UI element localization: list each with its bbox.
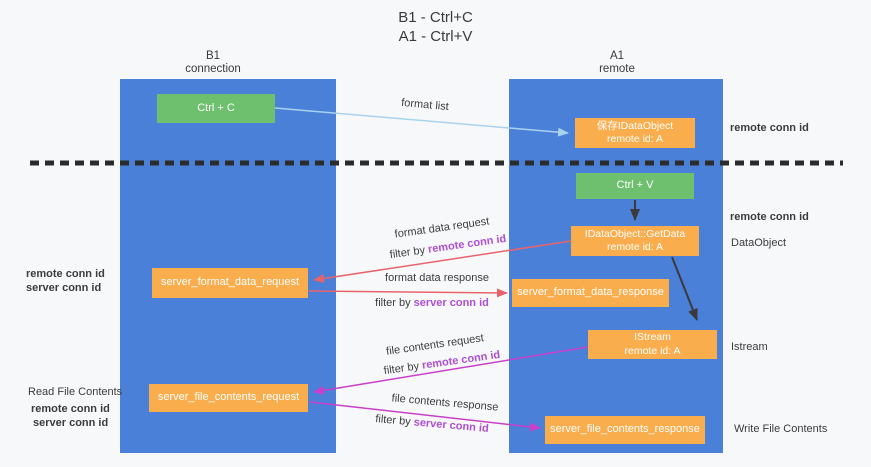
box-server-file-contents-response: server_file_contents_response	[545, 416, 705, 444]
diagram-title-line1: B1 - Ctrl+C	[398, 9, 473, 26]
server-file-contents-response-label: server_file_contents_response	[550, 423, 700, 436]
annotation-server-conn-id-left-1: server conn id	[26, 282, 102, 294]
annotation-server-conn-id-left-2: server conn id	[33, 417, 109, 429]
ctrl-c-label: Ctrl + C	[197, 101, 235, 114]
label-format-data-response: format data response	[385, 272, 489, 284]
annotation-istream: Istream	[731, 341, 768, 353]
server-format-data-response-label: server_format_data_response	[517, 286, 664, 299]
box-ctrl-c: Ctrl + C	[157, 94, 275, 123]
box-server-format-data-response: server_format_data_response	[512, 279, 669, 307]
box-server-file-contents-request: server_file_contents_request	[149, 384, 308, 412]
arrow-file-contents-response	[309, 401, 541, 432]
lane-header-a1: A1 remote	[537, 50, 697, 76]
save-idataobject-line1: 保存IDataObject	[596, 119, 674, 132]
annotation-dataobject: DataObject	[731, 237, 787, 249]
lane-b1-subtitle: connection	[185, 63, 241, 75]
box-save-idataobject: 保存IDataObject remote id: A	[575, 118, 695, 148]
annotation-write-file-contents: Write File Contents	[734, 423, 828, 435]
lane-header-b1: B1 connection	[133, 50, 293, 76]
lane-b1-name: B1	[205, 50, 221, 62]
annotation-read-file-contents: Read File Contents	[28, 386, 123, 398]
label-filter-by-server-conn-id-1: filter by server conn id	[375, 297, 489, 309]
server-file-contents-request-label: server_file_contents_request	[157, 391, 300, 404]
box-istream: IStream remote id: A	[588, 330, 717, 359]
annotation-remote-conn-id-left-2: remote conn id	[31, 403, 110, 415]
box-ctrl-v: Ctrl + V	[576, 173, 694, 199]
diagram-title: B1 - Ctrl+C A1 - Ctrl+V	[0, 8, 871, 46]
arrow-file-contents-request	[313, 346, 589, 395]
arrow-getdata-to-istream	[671, 256, 698, 321]
save-idataobject-line2: remote id: A	[606, 133, 664, 145]
annotation-remote-conn-id-right-1: remote conn id	[730, 122, 809, 134]
istream-line1: IStream	[634, 331, 671, 344]
getdata-line2: remote id: A	[606, 241, 664, 253]
server-format-data-request-label: server_format_data_request	[160, 276, 300, 289]
istream-line2: remote id: A	[624, 344, 681, 357]
diagram-title-line2: A1 - Ctrl+V	[398, 28, 473, 45]
arrow-format-list	[274, 107, 569, 137]
lane-a1-name: A1	[609, 50, 625, 62]
box-server-format-data-request: server_format_data_request	[152, 268, 308, 298]
lane-a1-subtitle: remote	[599, 63, 635, 75]
annotation-remote-conn-id-right-2: remote conn id	[730, 211, 809, 223]
getdata-line1: IDataObject::GetData	[584, 227, 686, 240]
arrow-format-data-request	[313, 240, 572, 283]
annotation-remote-conn-id-left-1: remote conn id	[26, 268, 105, 280]
arrow-format-data-response	[308, 288, 508, 298]
ctrl-v-label: Ctrl + V	[616, 179, 654, 192]
box-idataobject-getdata: IDataObject::GetData remote id: A	[571, 226, 699, 256]
